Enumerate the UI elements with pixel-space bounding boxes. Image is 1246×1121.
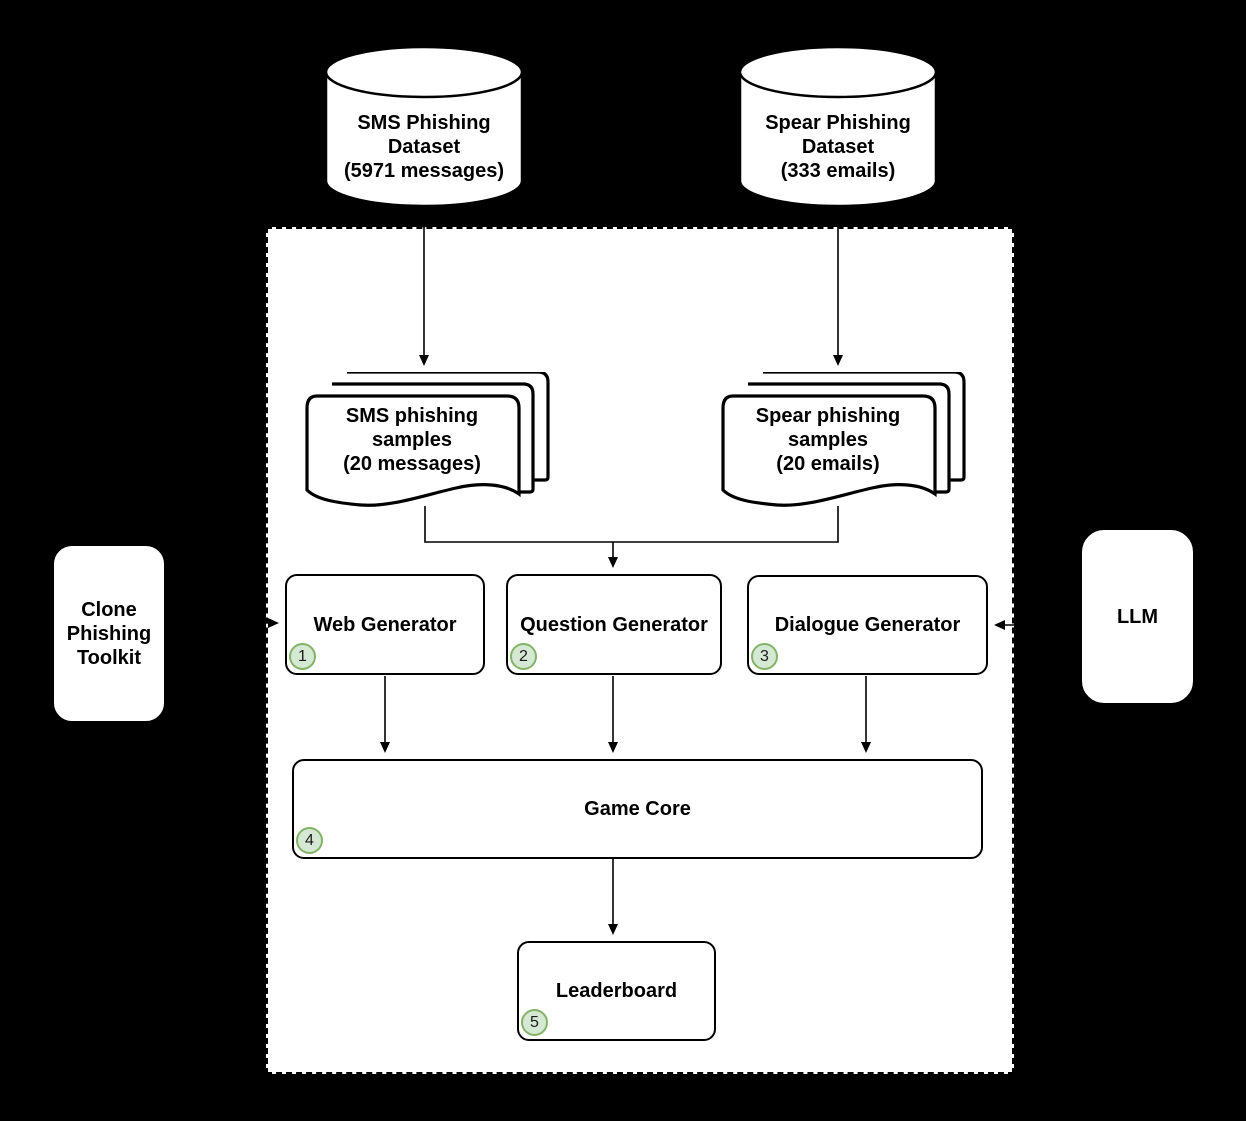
step-badge-1: 1 — [289, 643, 316, 670]
node-label: Spear Phishing Dataset (333 emails) — [765, 111, 911, 183]
node-leaderboard: Leaderboard 5 — [517, 941, 716, 1041]
label-line: (20 emails) — [776, 453, 880, 475]
node-llm: LLM — [1080, 528, 1195, 705]
node-label: SMS phishing samples (20 messages) — [305, 404, 519, 476]
label-line: (5971 messages) — [343, 159, 505, 182]
node-label: Question Generator — [520, 613, 708, 636]
label-line: samples — [787, 429, 869, 451]
node-label: Clone Phishing Toolkit — [67, 598, 151, 670]
node-game-core: Game Core 4 — [292, 759, 983, 859]
node-spear-phishing-dataset: Spear Phishing Dataset (333 emails) — [738, 45, 938, 208]
node-sms-phishing-samples: SMS phishing samples (20 messages) — [305, 372, 551, 510]
step-badge-4: 4 — [296, 827, 323, 854]
cylinder-shape — [738, 45, 938, 208]
label-line: Phishing — [66, 622, 152, 645]
label-line: Toolkit — [76, 646, 142, 669]
label-line: samples — [371, 429, 453, 451]
node-label: Game Core — [584, 798, 691, 820]
label-line: Spear phishing — [755, 405, 901, 427]
node-label: SMS Phishing Dataset (5971 messages) — [344, 111, 504, 183]
node-clone-phishing-toolkit: Clone Phishing Toolkit — [52, 544, 166, 723]
label-line: SMS phishing — [345, 405, 479, 427]
node-label: Leaderboard — [555, 980, 678, 1002]
label-line: Spear Phishing — [765, 111, 911, 134]
document-stack-shape — [721, 372, 966, 507]
label-line: SMS Phishing — [357, 111, 491, 134]
node-question-generator: Question Generator 2 — [506, 574, 722, 675]
node-label: Web Generator — [313, 613, 457, 636]
node-sms-phishing-dataset: SMS Phishing Dataset (5971 messages) — [324, 45, 524, 208]
node-web-generator: Web Generator 1 — [285, 574, 485, 675]
label-line: (20 messages) — [343, 453, 481, 475]
node-label: Spear phishing samples (20 emails) — [721, 404, 935, 476]
label-line: (333 emails) — [780, 159, 896, 182]
step-badge-2: 2 — [510, 643, 537, 670]
label-line: Dataset — [387, 135, 461, 158]
node-spear-phishing-samples: Spear phishing samples (20 emails) — [721, 372, 967, 510]
cylinder-shape — [324, 45, 524, 208]
document-stack-shape — [305, 372, 550, 507]
step-badge-5: 5 — [521, 1009, 548, 1036]
node-dialogue-generator: Dialogue Generator 3 — [747, 575, 988, 675]
step-badge-3: 3 — [751, 643, 778, 670]
label-line: Dataset — [801, 135, 875, 158]
label-line: Clone — [81, 598, 137, 621]
node-label: LLM — [1116, 605, 1159, 628]
node-label: Dialogue Generator — [774, 614, 961, 636]
